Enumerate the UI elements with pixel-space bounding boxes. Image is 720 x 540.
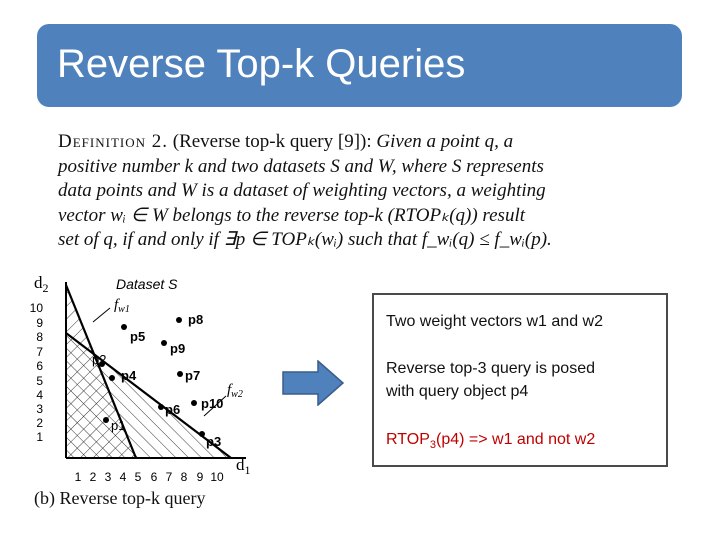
point-dot [176, 317, 182, 323]
info-result-pre: RTOP [386, 431, 430, 448]
point-dot [109, 375, 115, 381]
y-axis-label: d2 [34, 273, 49, 295]
x-tick: 5 [135, 470, 142, 484]
point-dot [99, 361, 105, 367]
definition-line-5: set of q, if and only if ∃p ∈ TOPₖ(wᵢ) s… [58, 229, 552, 250]
title-bar: Reverse Top-k Queries [37, 24, 682, 107]
definition-line-4: vector wᵢ ∈ W belongs to the reverse top… [58, 204, 526, 226]
info-weight-vectors: Two weight vectors w1 and w2 [386, 313, 603, 330]
y-tick: 10 [30, 301, 44, 315]
point-label: p5 [130, 329, 145, 344]
point-label: p1 [111, 418, 125, 433]
info-result-sub: 3 [429, 439, 436, 452]
figure-caption: (b) Reverse top-k query [34, 488, 206, 508]
y-tick: 5 [36, 374, 43, 388]
weight-label-w1: fw1 [114, 297, 130, 315]
dataset-label: Dataset S [116, 276, 178, 292]
definition-heading: Definition 2. [58, 131, 168, 152]
weight-label-w2-pointer [203, 395, 227, 417]
x-tick: 2 [90, 470, 97, 484]
point-label: p6 [165, 402, 180, 417]
weight-line-w2 [65, 332, 232, 459]
x-tick: 10 [210, 470, 224, 484]
point-dot [121, 324, 127, 330]
definition-line-1: Given a point q, a [376, 131, 514, 152]
weight-line-w1 [64, 284, 138, 459]
point-dot [199, 431, 205, 437]
point-label: p4 [121, 368, 137, 383]
x-tick: 3 [105, 470, 112, 484]
info-query-line-1: Reverse top-3 query is posed [386, 360, 595, 377]
x-tick: 1 [75, 470, 82, 484]
point-label: p7 [185, 368, 200, 383]
x-tick: 8 [181, 470, 188, 484]
y-tick: 9 [36, 316, 43, 330]
y-tick: 7 [36, 345, 43, 359]
point-dot [158, 404, 164, 410]
y-tick: 4 [36, 388, 43, 402]
definition-name: (Reverse top-k query [9]): [172, 131, 372, 152]
y-tick: 2 [36, 416, 43, 430]
info-result: RTOP3(p4) => w1 and not w2 [386, 429, 595, 456]
y-tick: 6 [36, 359, 43, 373]
x-tick: 6 [151, 470, 158, 484]
info-query-line-2: with query object p4 [386, 383, 529, 400]
point-label: p9 [170, 341, 185, 356]
point-dot [177, 371, 183, 377]
definition-line-2: positive number k and two datasets S and… [58, 155, 544, 177]
x-axis-label: d1 [236, 455, 251, 477]
point-label: p3 [206, 434, 221, 449]
point-dot [191, 400, 197, 406]
slide-title: Reverse Top-k Queries [57, 42, 466, 86]
right-arrow-icon [282, 360, 344, 406]
y-tick: 3 [36, 402, 43, 416]
weight-label-w1-pointer [92, 307, 111, 323]
y-tick: 8 [36, 330, 43, 344]
x-tick: 7 [166, 470, 173, 484]
y-tick: 1 [36, 430, 43, 444]
definition-line-3: data points and W is a dataset of weight… [58, 180, 546, 201]
definition-block: Definition 2. (Reverse top-k query [9]):… [58, 130, 663, 255]
weight-label-w2: fw2 [227, 382, 243, 400]
point-label: p8 [188, 312, 203, 327]
reverse-topk-figure: d2 d1 Dataset S 10 9 8 7 6 5 4 3 2 1 1 2… [30, 273, 251, 484]
x-tick: 9 [197, 470, 204, 484]
point-label: p10 [201, 396, 223, 411]
point-dot [103, 417, 109, 423]
info-result-post: (p4) => w1 and not w2 [436, 431, 596, 448]
info-box: Two weight vectors w1 and w2 Reverse top… [372, 293, 668, 467]
point-label: p2 [92, 352, 106, 367]
x-tick: 4 [120, 470, 127, 484]
point-dot [161, 340, 167, 346]
